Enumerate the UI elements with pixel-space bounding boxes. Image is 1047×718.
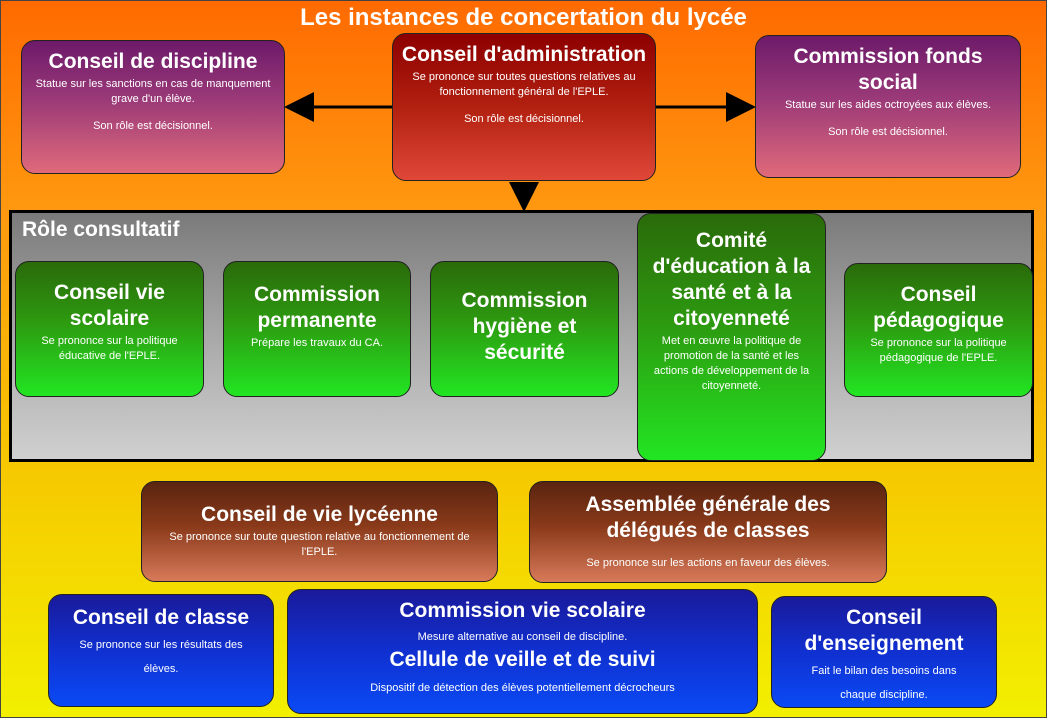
box-desc-2: Dispositif de détection des élèves poten… bbox=[370, 682, 675, 694]
box-title: Commission vie scolaire bbox=[399, 599, 646, 622]
box-conseil-vie-scolaire: Conseil vie scolaire Se prononce sur la … bbox=[15, 261, 204, 397]
box-title: Assemblée générale des délégués de class… bbox=[585, 493, 831, 542]
box-commission-vie-scolaire: Commission vie scolaire Mesure alternati… bbox=[287, 589, 758, 714]
box-commission-permanente: Commission permanente Prépare les travau… bbox=[223, 261, 411, 397]
box-role: Son rôle est décisionnel. bbox=[93, 120, 213, 132]
box-desc: Se prononce sur toute question relative … bbox=[169, 531, 470, 558]
box-role: Son rôle est décisionnel. bbox=[828, 126, 948, 138]
box-title: Conseil vie scolaire bbox=[54, 281, 165, 330]
box-desc: Se prononce sur les actions en faveur de… bbox=[586, 557, 830, 569]
box-assemblee-delegues: Assemblée générale des délégués de class… bbox=[529, 481, 887, 583]
box-conseil-administration: Conseil d'administration Se prononce sur… bbox=[392, 33, 656, 181]
box-title: Commission fonds social bbox=[793, 45, 983, 94]
box-commission-hygiene: Commission hygiène et sécurité bbox=[430, 261, 619, 397]
box-title: Conseil d'enseignement bbox=[804, 606, 964, 655]
box-desc: Statue sur les sanctions en cas de manqu… bbox=[35, 78, 271, 105]
box-conseil-vie-lyceenne: Conseil de vie lycéenne Se prononce sur … bbox=[141, 481, 498, 582]
box-desc: Mesure alternative au conseil de discipl… bbox=[417, 631, 628, 643]
box-commission-fonds-social: Commission fonds social Statue sur les a… bbox=[755, 35, 1021, 178]
box-title: Conseil de vie lycéenne bbox=[201, 503, 438, 526]
box-role: Son rôle est décisionnel. bbox=[464, 113, 584, 125]
box-desc: Prépare les travaux du CA. bbox=[250, 337, 384, 349]
box-desc: Se prononce sur les résultats des élèves… bbox=[79, 639, 243, 675]
box-title: Commission permanente bbox=[253, 283, 381, 332]
box-title: Comité d'éducation à la santé et à la ci… bbox=[652, 229, 811, 330]
page-title: Les instances de concertation du lycée bbox=[300, 4, 747, 31]
box-desc: Met en œuvre la politique de promotion d… bbox=[653, 335, 810, 392]
box-conseil-classe: Conseil de classe Se prononce sur les ré… bbox=[48, 594, 274, 707]
box-conseil-pedagogique: Conseil pédagogique Se prononce sur la p… bbox=[844, 263, 1033, 397]
box-title: Conseil d'administration bbox=[401, 43, 647, 66]
box-desc: Fait le bilan des besoins dans chaque di… bbox=[811, 665, 957, 701]
box-conseil-enseignement: Conseil d'enseignement Fait le bilan des… bbox=[771, 596, 997, 708]
box-conseil-discipline: Conseil de discipline Statue sur les san… bbox=[21, 40, 285, 174]
box-desc: Se prononce sur toutes questions relativ… bbox=[412, 71, 636, 98]
box-comite-sante: Comité d'éducation à la santé et à la ci… bbox=[637, 213, 826, 461]
box-desc: Statue sur les aides octroyées aux élève… bbox=[784, 99, 992, 111]
box-title: Conseil de classe bbox=[72, 606, 250, 629]
box-title-2: Cellule de veille et de suivi bbox=[389, 648, 656, 671]
box-desc: Se prononce sur la politique pédagogique… bbox=[870, 337, 1007, 364]
box-desc: Se prononce sur la politique éducative d… bbox=[41, 335, 178, 362]
box-title: Commission hygiène et sécurité bbox=[461, 289, 588, 364]
box-title: Conseil pédagogique bbox=[873, 283, 1004, 332]
consultatif-label: Rôle consultatif bbox=[22, 218, 180, 241]
box-title: Conseil de discipline bbox=[48, 50, 258, 73]
